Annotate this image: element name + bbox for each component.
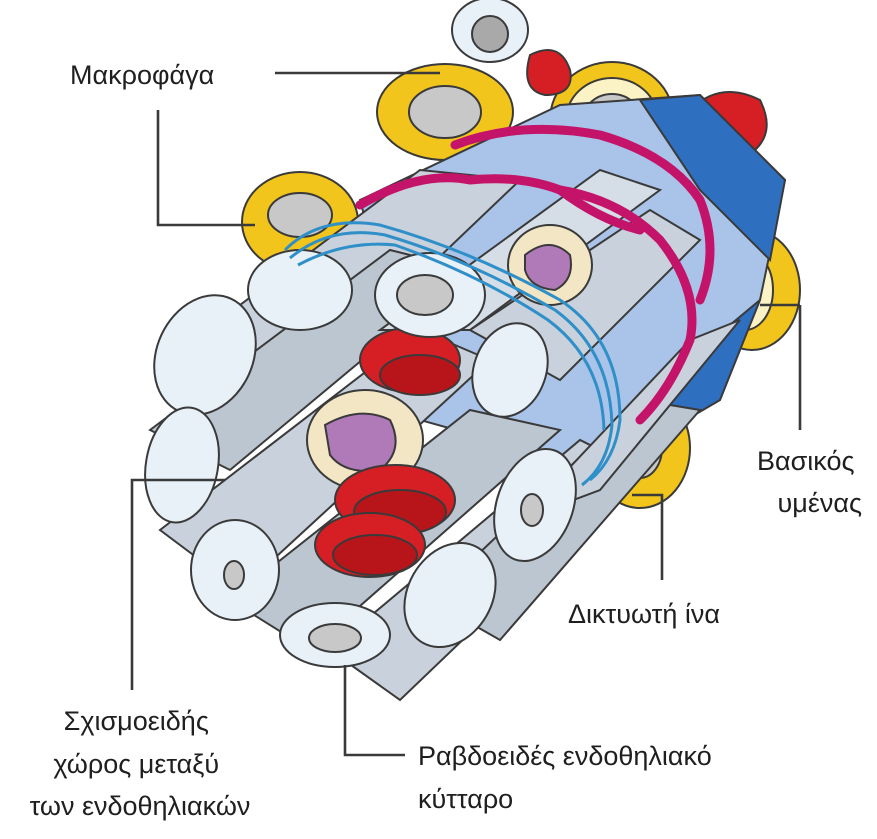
leukocyte-nucleus [472, 16, 508, 52]
label-cleft-space: Σχισμοειδής χώρος μεταξύ των ενδοθηλιακώ… [30, 706, 251, 821]
label-basement-membrane-line-1: Βασικός [757, 446, 854, 476]
label-macrophages: Μακροφάγα [70, 60, 214, 90]
macrophage-nucleus [268, 193, 332, 237]
endothelial-nucleus [521, 494, 543, 526]
endothelial-nucleus [309, 624, 361, 652]
label-cleft-space-line-2: χώρος μεταξύ [53, 749, 219, 779]
label-basement-membrane-line-2: υμένας [778, 488, 862, 518]
macrophage-nucleus [409, 86, 481, 138]
label-cleft-space-line-1: Σχισμοειδής [64, 706, 209, 736]
endothelial-end [248, 250, 352, 330]
label-rod-endothelial-cell: Ραβδοειδές ενδοθηλιακό κύτταρο [418, 741, 719, 814]
label-rod-cell-line-1: Ραβδοειδές ενδοθηλιακό [418, 741, 712, 771]
leader-macrophages-2 [158, 110, 255, 225]
label-cleft-space-line-3: των ενδοθηλιακών [30, 791, 251, 821]
red-blood-cell [333, 535, 417, 575]
endothelial-nucleus [224, 561, 244, 589]
red-blood-cell [380, 355, 460, 395]
label-rod-cell-line-2: κύτταρο [418, 784, 513, 814]
label-basement-membrane: Βασικός υμένας [757, 446, 862, 518]
endothelial-nucleus [397, 275, 453, 315]
red-blood-cell [527, 50, 571, 95]
label-reticular-fiber: Δικτυωτή ίνα [568, 599, 720, 629]
